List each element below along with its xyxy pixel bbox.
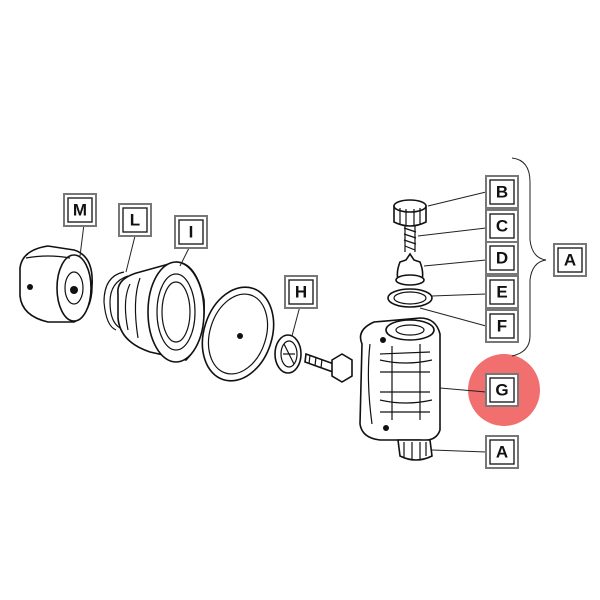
diaphragm-plate[interactable]: [191, 278, 285, 390]
callout-h: H: [284, 275, 318, 309]
callout-l-text: L: [130, 211, 140, 230]
bottom-valve-assembly[interactable]: [397, 439, 433, 461]
part-g-valve-body[interactable]: [359, 317, 441, 442]
part-h-valve-disc[interactable]: [274, 334, 302, 374]
leader-lines: [79, 191, 487, 453]
callout-g: G: [485, 373, 519, 407]
callout-h-text: H: [295, 283, 307, 302]
part-l-snap-ring[interactable]: [103, 271, 129, 331]
callout-g-text: G: [495, 381, 508, 400]
group-bracket: [511, 157, 547, 357]
callout-e: E: [485, 275, 519, 309]
callout-m: M: [63, 193, 97, 227]
callout-l: L: [118, 203, 152, 237]
callout-b: B: [485, 175, 519, 209]
callout-b-text: B: [496, 183, 508, 202]
callout-e-text: E: [496, 283, 507, 302]
callout-a-bottom-text: A: [496, 443, 508, 462]
callout-d-text: D: [496, 249, 508, 268]
bolt[interactable]: [304, 352, 353, 383]
part-m-cap[interactable]: [19, 245, 93, 323]
callout-i: I: [174, 215, 208, 249]
callout-m-text: M: [73, 201, 87, 220]
callout-d: D: [485, 241, 519, 275]
callout-a-bottom: A: [485, 435, 519, 469]
callout-f-text: F: [497, 317, 507, 336]
callout-a-group: A: [553, 243, 587, 277]
callout-c: C: [485, 209, 519, 243]
callout-a-group-text: A: [564, 251, 576, 270]
top-valve-stack[interactable]: [387, 199, 433, 308]
part-i-boot[interactable]: [117, 261, 205, 363]
callout-c-text: C: [496, 217, 508, 236]
callout-f: F: [485, 309, 519, 343]
callout-i-text: I: [189, 223, 194, 242]
